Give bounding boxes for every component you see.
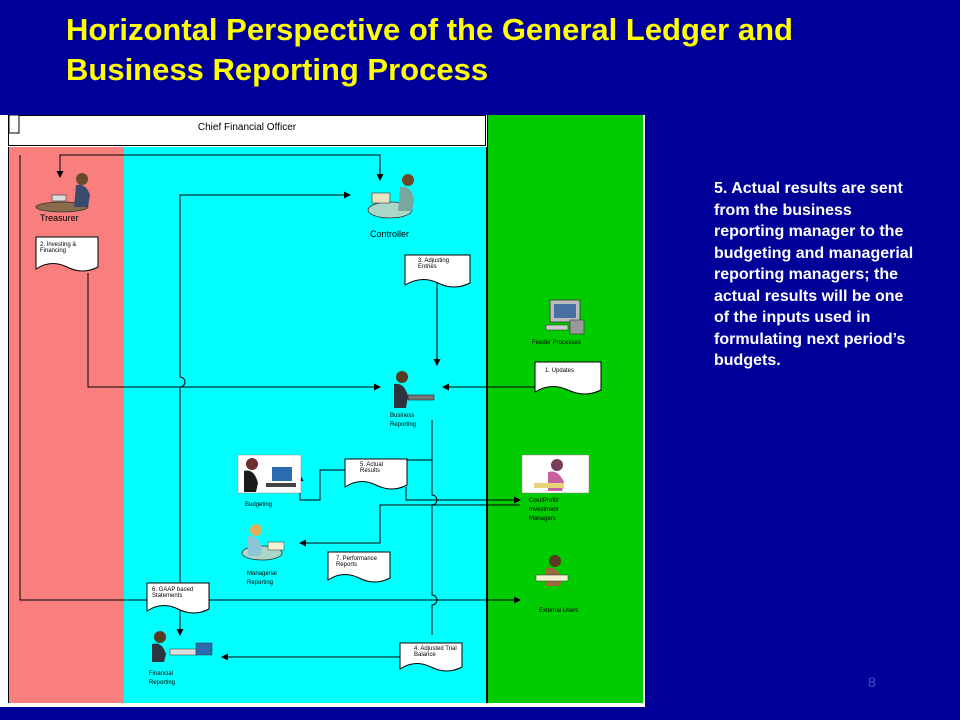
label-business-reporting: Business Reporting — [390, 413, 417, 428]
label-feeder: Feeder Processes — [532, 340, 581, 346]
doc-adjusted-tb — [399, 642, 463, 672]
treasurer-figure — [35, 173, 90, 213]
financial-figure — [152, 631, 213, 662]
process-diagram: Chief Financial Officer — [0, 115, 645, 707]
cfo-connector — [59, 154, 381, 175]
diagram-graphics — [8, 115, 602, 672]
doc-actual — [344, 458, 408, 490]
business-reporting-figure — [394, 371, 435, 408]
doc-investing — [35, 236, 99, 272]
doc-adjusting — [404, 254, 471, 288]
line-controller — [179, 191, 351, 370]
cfo-lane-header: Chief Financial Officer — [8, 115, 486, 146]
doc-gaap-text: 6. GAAP based Statements — [152, 587, 194, 599]
line-actual-cost — [405, 487, 521, 504]
doc-performance-text: 7. Performance Reports — [336, 556, 378, 568]
doc-actual-text: 5. Actual Results — [360, 462, 384, 474]
slide-title: Horizontal Perspective of the General Le… — [66, 12, 793, 87]
label-cost-profit: Cost/Profit/ Investment Managers — [529, 498, 559, 522]
line-investing — [87, 273, 381, 391]
computer-figure — [545, 299, 585, 335]
line-gaap — [19, 155, 521, 604]
label-external: External Users — [539, 608, 579, 614]
line-br-down — [431, 420, 438, 635]
doc-updates-text: 1. Updates — [545, 368, 575, 374]
doc-adjusted-tb-text: 4. Adjusted Trial Balance — [414, 646, 457, 658]
label-budgeting: Budgeting — [245, 502, 273, 508]
cost-profit-figure — [521, 454, 590, 494]
doc-adjusting-text: 3. Adjusting Entries — [418, 258, 450, 270]
managerial-figure — [241, 524, 285, 561]
doc-gaap — [146, 582, 210, 614]
line-perf — [299, 504, 520, 547]
doc-investing-text: 2. Investing & Financing — [40, 242, 77, 254]
controller-figure — [367, 174, 414, 219]
doc-performance — [327, 551, 391, 583]
doc-updates — [534, 361, 602, 395]
label-financial: Financial Reporting — [149, 671, 176, 686]
budgeting-figure — [237, 454, 302, 494]
external-lane — [487, 115, 643, 703]
cfo-label: Chief Financial Officer — [197, 122, 297, 133]
label-treasurer: Treasurer — [40, 213, 79, 223]
corner-mark — [8, 115, 20, 134]
label-managerial: Managerial Reporting — [247, 571, 277, 586]
external-figure — [535, 555, 569, 586]
page-number: 8 — [868, 674, 876, 690]
label-controller: Controller — [370, 229, 410, 239]
side-note: 5. Actual results are sent from the busi… — [714, 180, 914, 369]
